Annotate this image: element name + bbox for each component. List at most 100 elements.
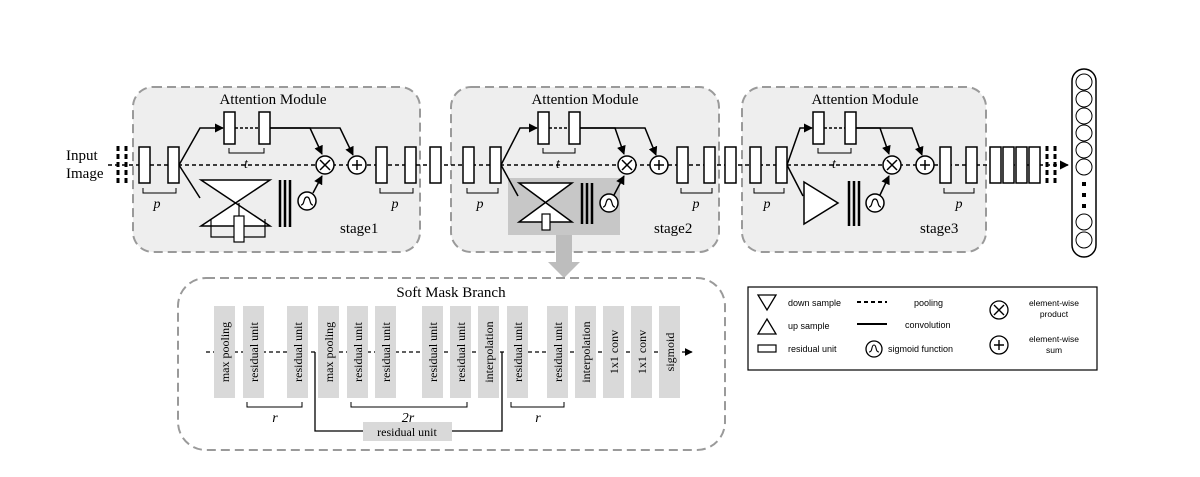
mask-branch-line <box>500 164 519 197</box>
p-brace <box>466 188 499 194</box>
block-label: residual unit <box>454 322 468 382</box>
sigmoid-icon <box>599 193 619 213</box>
block-label: interpolation <box>579 321 593 382</box>
t-symbol: t <box>244 157 249 172</box>
residual-unit-block <box>429 146 442 184</box>
residual-unit-block <box>703 146 716 184</box>
block-label: 1x1 conv <box>607 330 621 374</box>
sigmoid-to-product-line <box>613 175 625 196</box>
residual-unit-icon <box>757 344 777 353</box>
residual-unit-block <box>223 111 236 145</box>
mask-hourglass <box>803 180 840 226</box>
soft-mask-block <box>575 306 596 398</box>
soft-mask-block <box>478 306 499 398</box>
legend-sum-line2: sum <box>1046 345 1062 355</box>
soft-mask-block <box>659 306 680 398</box>
residual-unit-block <box>375 146 388 184</box>
soft-mask-block <box>287 306 308 398</box>
block-label: max pooling <box>322 322 336 382</box>
block-label: residual unit <box>379 322 393 382</box>
mask-skip-unit <box>233 215 245 243</box>
trunk-branch-line <box>500 123 538 166</box>
legend-sum-line1: element-wise <box>1029 334 1079 344</box>
residual-unit-block <box>1015 146 1028 184</box>
mask-hourglass <box>516 182 575 223</box>
r-symbol: r <box>272 411 278 426</box>
t-brace <box>228 148 265 154</box>
input-label-line2: Image <box>66 166 104 182</box>
attention-module-3-title: Attention Module <box>811 92 918 108</box>
attention-module-1: p t p stage1 <box>138 111 417 243</box>
legend-residual-unit: residual unit <box>788 344 837 354</box>
soft-mask-block <box>450 306 471 398</box>
r-brace <box>510 402 565 408</box>
block-label: interpolation <box>482 321 496 382</box>
residual-unit-block <box>138 146 151 184</box>
soft-mask-block-labels: max pooling residual unit residual unit … <box>218 321 677 382</box>
attention-module-2-title: Attention Module <box>531 92 638 108</box>
soft-mask-block <box>547 306 568 398</box>
sigmoid-curve <box>300 196 314 206</box>
legend-sigmoid-function: sigmoid function <box>888 344 953 354</box>
up-sample-icon <box>756 317 778 335</box>
residual-unit-block <box>404 146 417 184</box>
residual-unit-block <box>1002 146 1015 184</box>
stage1-label: stage1 <box>340 221 378 237</box>
attention-module-1-title: Attention Module <box>219 92 326 108</box>
sigmoid-curve <box>868 198 882 208</box>
skip-residual-unit-label: residual unit <box>377 425 437 439</box>
block-label: residual unit <box>511 322 525 382</box>
2r-brace <box>350 402 468 408</box>
residual-unit-block <box>568 111 581 145</box>
trunk-to-sum-line <box>270 127 354 156</box>
input-label-line1: Input <box>66 148 98 164</box>
output-neurons <box>1075 73 1093 249</box>
block-label: residual unit <box>426 322 440 382</box>
attention-module-2: p t p stage2 <box>462 111 716 237</box>
soft-mask-block <box>631 306 652 398</box>
attention-module-3: p t p stage3 <box>749 111 978 237</box>
t-symbol: t <box>556 157 561 172</box>
residual-unit-block <box>167 146 180 184</box>
soft-mask-block <box>375 306 396 398</box>
soft-mask-block <box>214 306 235 398</box>
legend-convolution: convolution <box>905 320 951 330</box>
mask-skip-unit <box>541 213 551 231</box>
p-brace <box>142 188 177 194</box>
residual-unit-block <box>676 146 689 184</box>
residual-unit-block <box>724 146 737 184</box>
soft-mask-callout-arrow <box>548 235 580 278</box>
trunk-to-sum-line <box>580 127 658 156</box>
sigmoid-to-product-line <box>879 175 890 196</box>
residual-unit-block <box>965 146 978 184</box>
residual-unit-block <box>537 111 550 145</box>
stage3-label: stage3 <box>920 221 958 237</box>
soft-mask-block <box>347 306 368 398</box>
p-symbol: p <box>476 197 484 212</box>
stage2-label: stage2 <box>654 221 692 237</box>
soft-mask-block <box>243 306 264 398</box>
p-symbol: p <box>153 197 161 212</box>
soft-mask-blocks <box>214 306 680 398</box>
residual-unit-block <box>462 146 475 184</box>
legend-down-sample: down sample <box>788 298 841 308</box>
r-brace <box>246 402 303 408</box>
trunk-branch-line <box>178 123 224 166</box>
block-label: residual unit <box>351 322 365 382</box>
p-symbol: p <box>763 197 771 212</box>
mask-branch-line <box>178 164 201 199</box>
sigmoid-icon <box>865 193 885 213</box>
residual-unit-block <box>258 111 271 145</box>
mask-hourglass <box>198 179 273 227</box>
soft-mask-block <box>422 306 443 398</box>
soft-mask-block <box>318 306 339 398</box>
residual-unit-block <box>1028 146 1041 184</box>
p-symbol: p <box>692 197 700 212</box>
sigmoid-icon <box>297 191 317 211</box>
legend-up-sample: up sample <box>788 321 830 331</box>
mask-branch-line <box>786 164 804 197</box>
legend-product-line1: element-wise <box>1029 298 1079 308</box>
soft-mask-branch-title: Soft Mask Branch <box>396 285 506 301</box>
p-symbol: p <box>955 197 963 212</box>
